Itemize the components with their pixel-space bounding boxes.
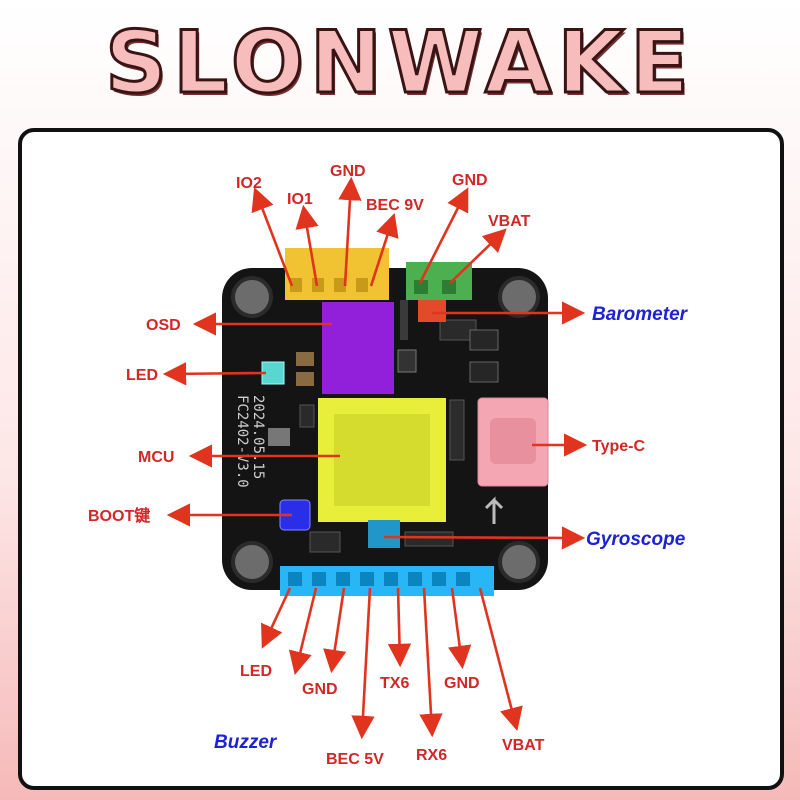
brand-title: SLONWAKE [104, 12, 695, 115]
arrows [162, 176, 588, 740]
label-io1: IO1 [287, 191, 313, 208]
label-gyroscope: Gyroscope [586, 529, 686, 550]
label-mcu: MCU [138, 449, 174, 466]
label-gnd-top: GND [330, 163, 366, 180]
mount-hole-bl [231, 541, 273, 583]
label-tx6: TX6 [380, 675, 409, 692]
label-barometer: Barometer [592, 304, 689, 325]
label-bec9v: BEC 9V [366, 197, 424, 214]
label-gnd-top-right: GND [452, 172, 488, 189]
gyroscope-chip [368, 520, 400, 548]
label-gnd-bottom-1: GND [302, 681, 338, 698]
label-led-bottom: LED [240, 663, 272, 680]
label-gnd-bottom-2: GND [444, 675, 480, 692]
osd-chip [322, 302, 394, 394]
mount-hole-br [498, 541, 540, 583]
label-osd: OSD [146, 317, 181, 334]
silkscreen-model: FC2402-V3.0 [234, 395, 250, 488]
label-bec5v: BEC 5V [326, 751, 384, 768]
label-boot: BOOT键 [88, 506, 150, 525]
pcb-board: FC2402-V3.0 2024.05.15 [222, 248, 549, 596]
label-io2: IO2 [236, 175, 262, 192]
label-led-left: LED [126, 367, 158, 384]
silkscreen-date: 2024.05.15 [250, 395, 266, 479]
barometer-chip [418, 298, 446, 322]
connector-top-left [285, 248, 389, 300]
mount-hole-tr [498, 276, 540, 318]
label-rx6: RX6 [416, 747, 447, 764]
mount-hole-tl [231, 276, 273, 318]
label-typec: Type-C [592, 438, 645, 455]
label-buzzer: Buzzer [214, 732, 278, 753]
label-vbat-bottom: VBAT [502, 737, 545, 754]
label-vbat-top: VBAT [488, 213, 531, 230]
